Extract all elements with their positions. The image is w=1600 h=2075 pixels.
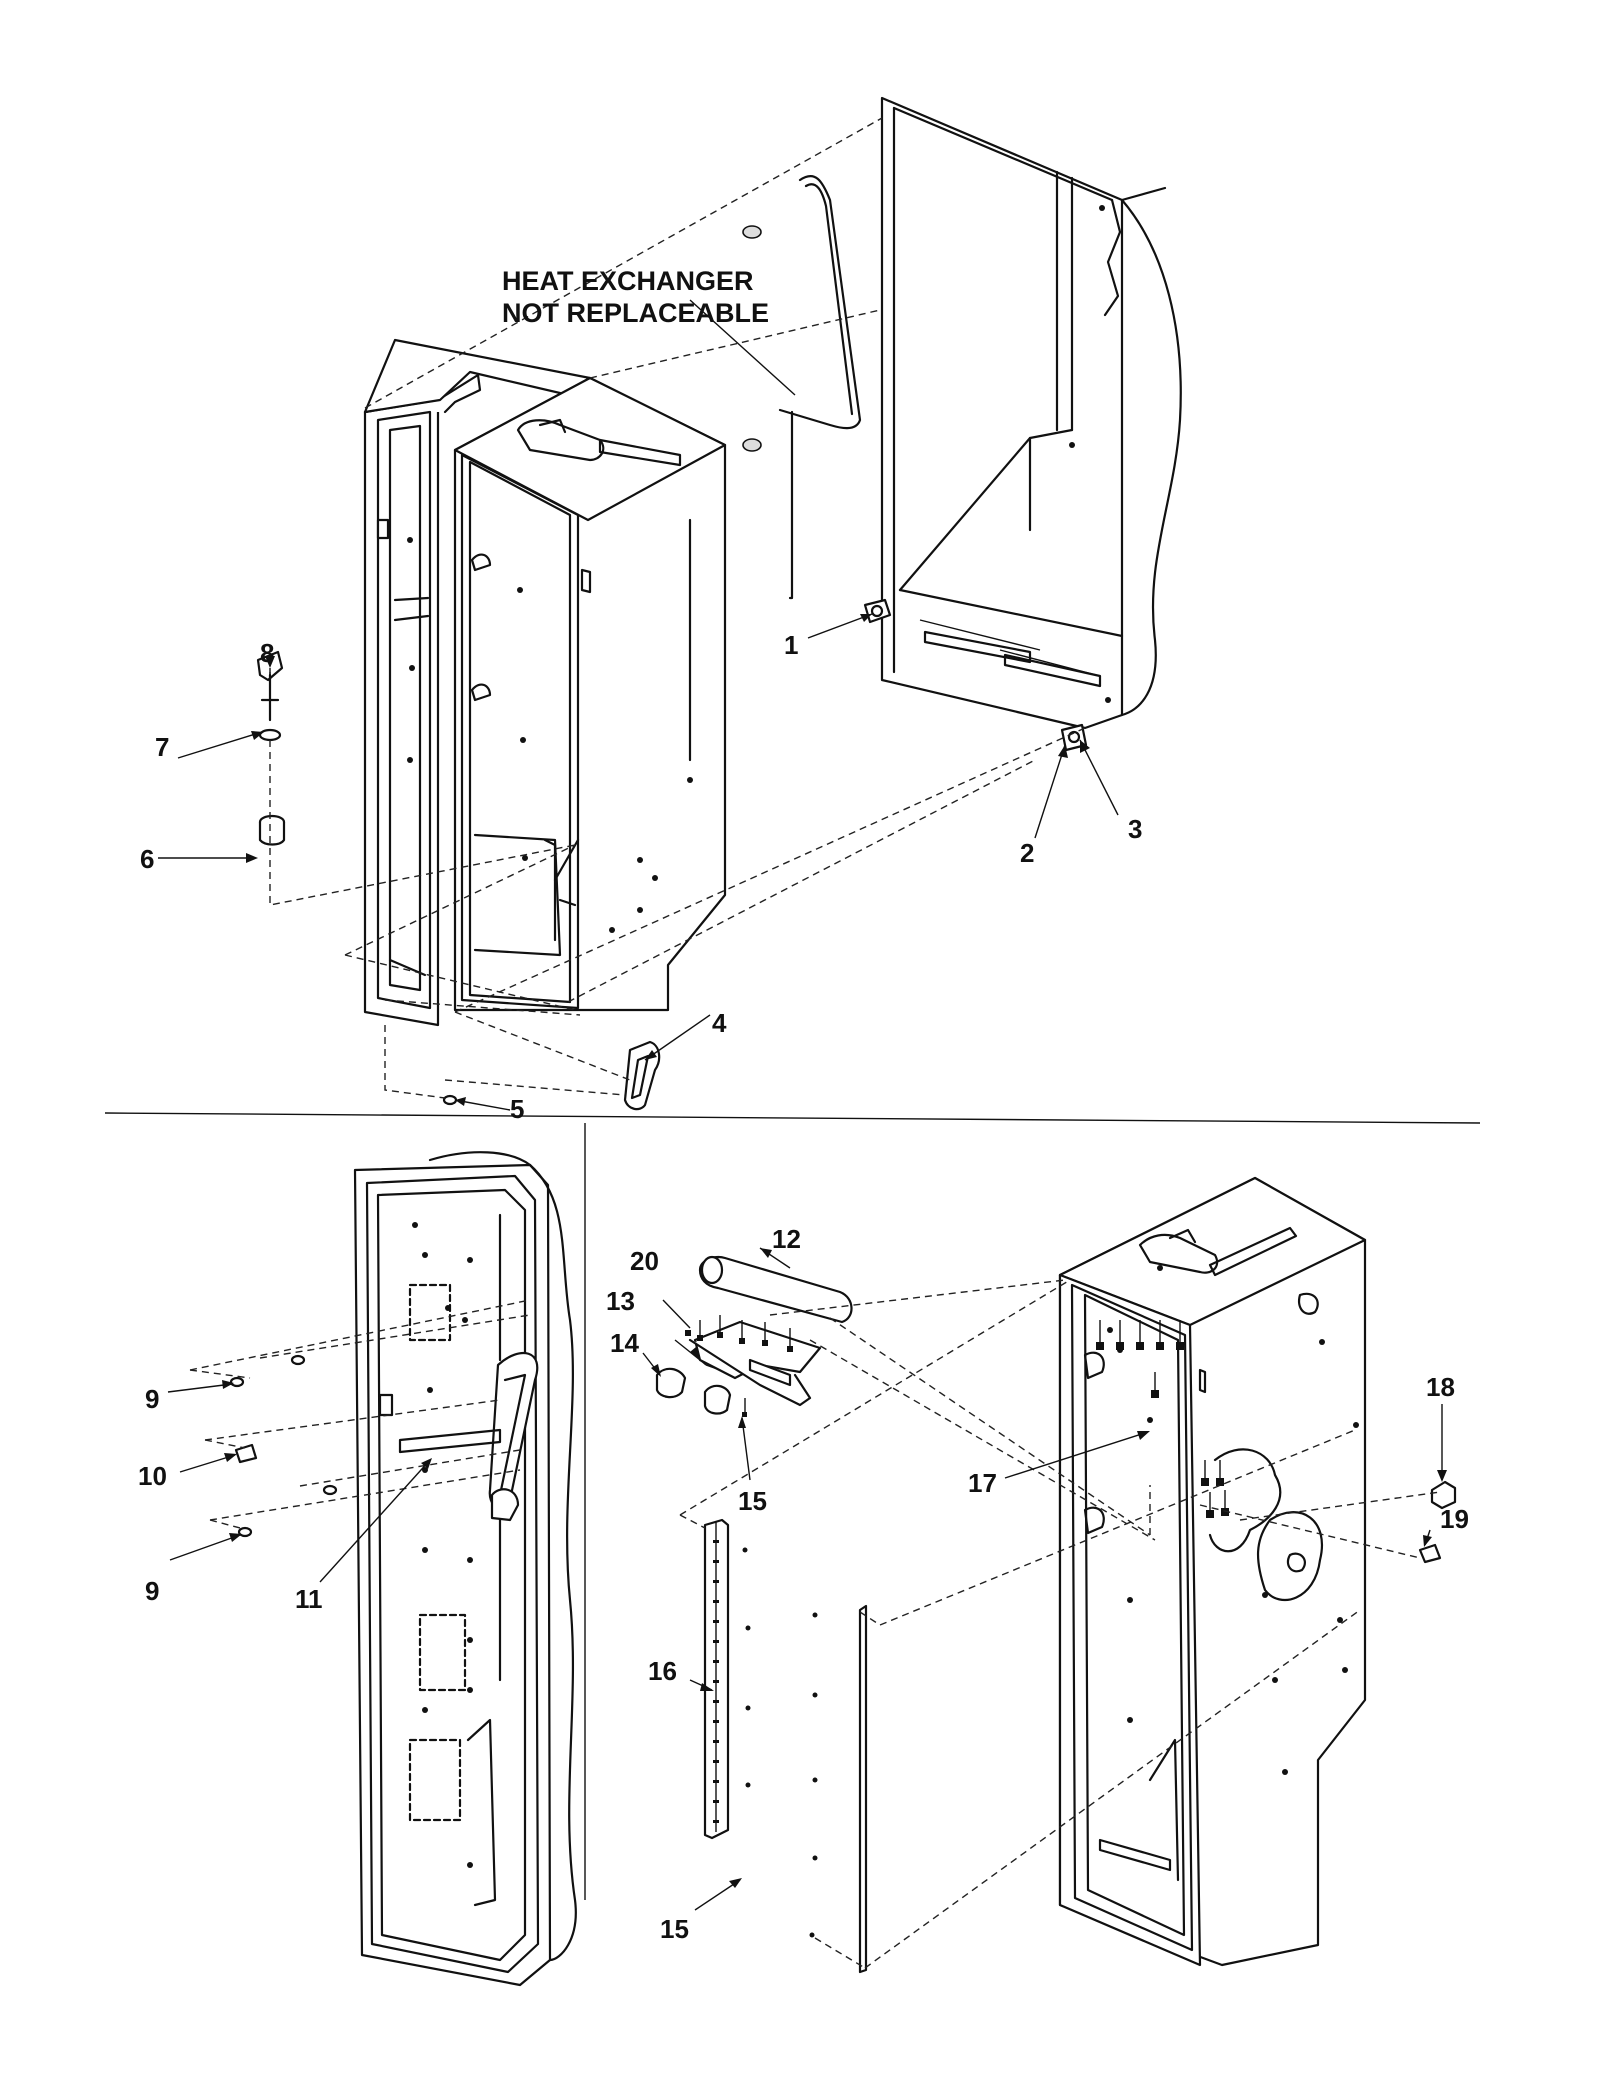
assembly-lines-bottom [679, 1279, 1441, 1969]
callout-10: 10 [138, 1461, 167, 1491]
heat-exchanger-note: HEAT EXCHANGER NOT REPLACEABLE [502, 266, 769, 328]
callout-19: 19 [1440, 1504, 1469, 1534]
callout-6: 6 [140, 844, 154, 874]
callout-1: 1 [784, 630, 798, 660]
note-line-1: HEAT EXCHANGER [502, 266, 754, 296]
freezer-liner [363, 338, 592, 1027]
callout-15-upper: 15 [738, 1486, 767, 1516]
shelf-ladder [703, 1518, 868, 1974]
callout-9-upper: 9 [145, 1384, 159, 1414]
filter-assembly [655, 1255, 853, 1417]
heat-exchanger [742, 175, 862, 600]
cabinet-shell [880, 96, 1182, 730]
parts-6-7-8 [256, 650, 286, 846]
callout-4: 4 [712, 1008, 727, 1038]
note-line-2: NOT REPLACEABLE [502, 298, 769, 328]
callout-labels: 1 2 3 4 5 6 7 8 9 9 10 11 12 13 14 15 15… [138, 630, 1469, 1944]
callout-20: 20 [630, 1246, 659, 1276]
leader-lines [158, 299, 1447, 1911]
ladder-slots [713, 1540, 719, 1823]
callout-17: 17 [968, 1468, 997, 1498]
callout-5: 5 [510, 1094, 524, 1124]
callout-12: 12 [772, 1224, 801, 1254]
callout-15-lower: 15 [660, 1914, 689, 1944]
callout-18: 18 [1426, 1372, 1455, 1402]
parts-18-19 [1418, 1480, 1457, 1564]
callout-16: 16 [648, 1656, 677, 1686]
callout-13: 13 [606, 1286, 635, 1316]
callout-14: 14 [610, 1328, 639, 1358]
callout-2: 2 [1020, 838, 1034, 868]
callout-9-lower: 9 [145, 1576, 159, 1606]
panel-dividers [104, 1112, 1481, 1900]
fresh-food-liner [453, 376, 727, 1012]
assembly-lines-top [269, 117, 1086, 1099]
parts-4-5 [442, 1040, 661, 1111]
freezer-door-assembly [353, 1151, 577, 1987]
callout-7: 7 [155, 732, 169, 762]
callout-11: 11 [295, 1584, 323, 1614]
screws-17 [1096, 1320, 1229, 1518]
callout-3: 3 [1128, 814, 1142, 844]
parts-9-10 [189, 1299, 531, 1538]
fresh-food-door-assembly [1058, 1176, 1367, 1967]
callout-8: 8 [260, 638, 274, 668]
